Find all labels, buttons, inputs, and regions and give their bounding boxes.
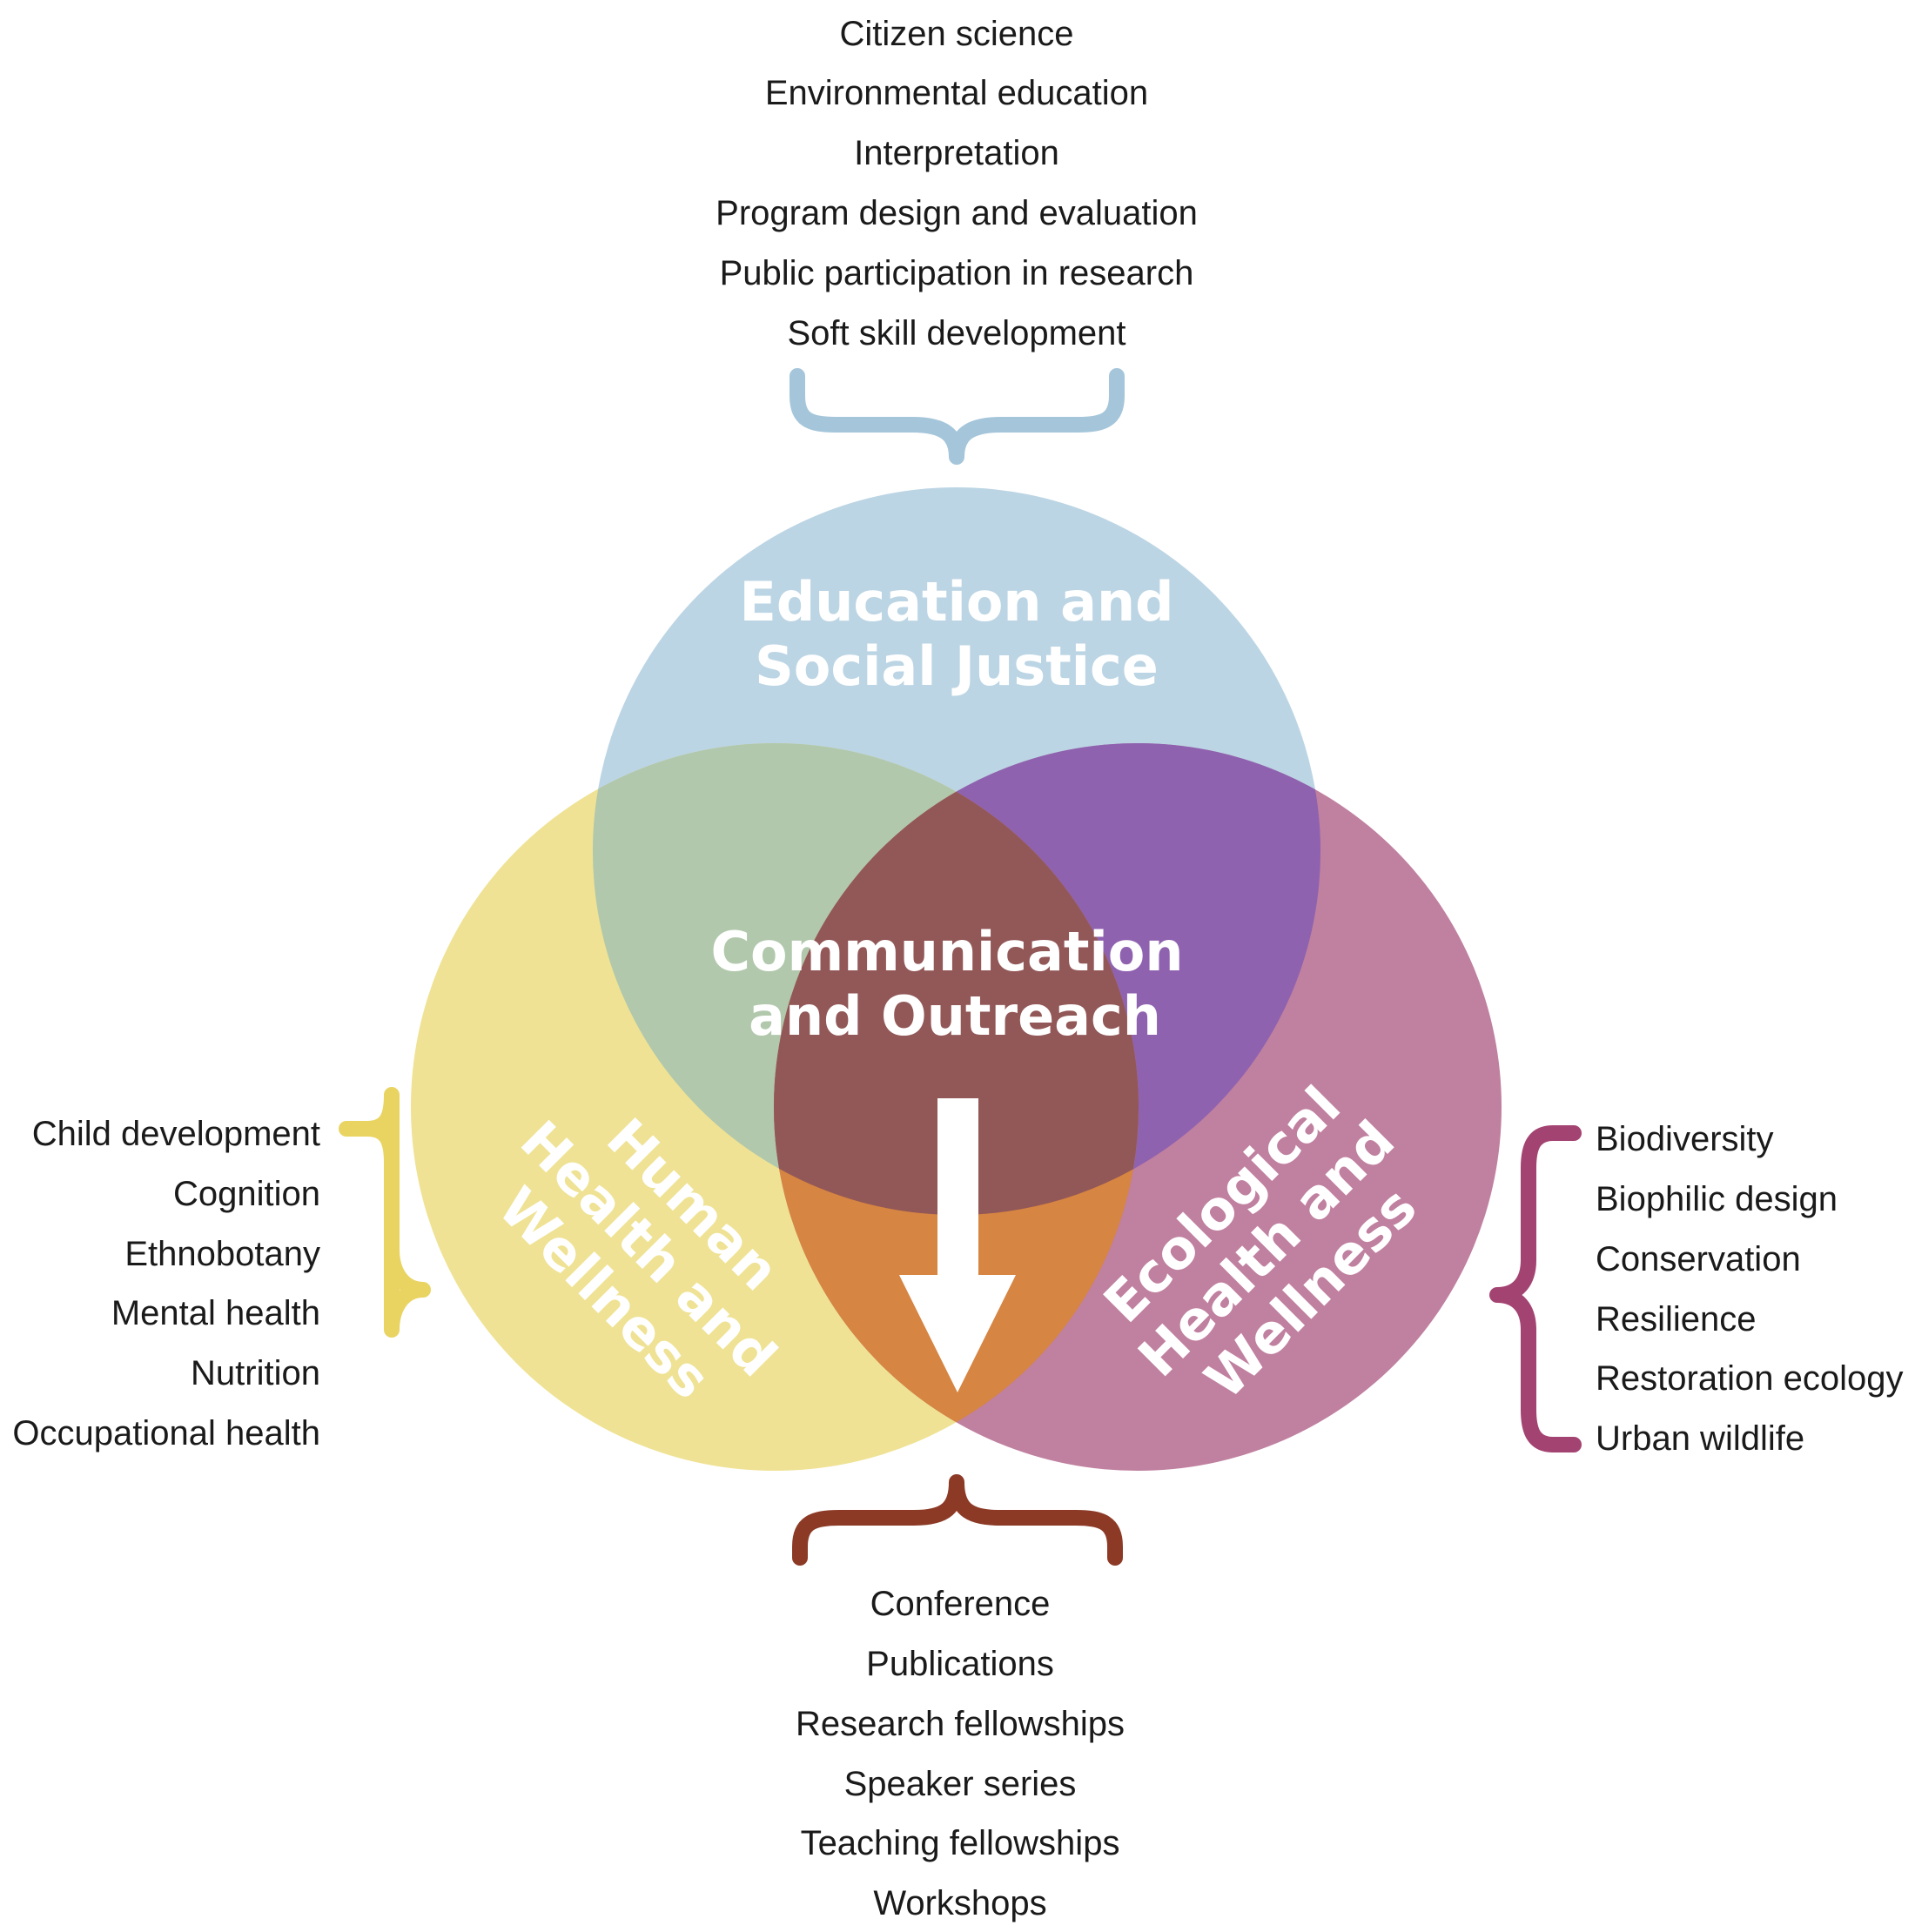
education-label-line1: Education and [739,570,1173,634]
ecological-item: Restoration ecology [1596,1359,1904,1398]
human-brace [339,1087,431,1338]
ecological-brace [1489,1125,1582,1452]
human-item: Nutrition [191,1354,320,1392]
center-overlap [774,743,1139,1215]
human-item: Ethnobotany [124,1235,320,1273]
communication-item: Research fellowships [796,1705,1125,1743]
communication-label-line2: and Outreach [749,984,1161,1048]
ecological-item: Biodiversity [1596,1120,1774,1158]
education-item: Environmental education [765,74,1148,112]
communication-brace [792,1474,1123,1566]
communication-item: Speaker series [844,1765,1077,1803]
down-arrow-icon [899,1098,1016,1392]
ecological-item: Urban wildlife [1596,1419,1804,1458]
human-item: Mental health [111,1294,320,1332]
education-item: Soft skill development [787,314,1125,352]
communication-item: Workshops [873,1884,1046,1922]
ecological-item: Biophilic design [1596,1180,1838,1218]
education-item: Citizen science [839,15,1073,53]
ecological-item: Resilience [1596,1300,1757,1338]
education-item: Public participation in research [720,254,1194,292]
human-item: Child development [32,1115,320,1153]
education-item: Interpretation [854,134,1059,172]
education-brace [790,368,1125,465]
communication-item: Conference [870,1585,1051,1623]
human-item: Cognition [173,1175,320,1213]
communication-item: Teaching fellowships [801,1824,1120,1862]
communication-label-line1: Communication [710,920,1183,983]
education-label-line2: Social Justice [755,634,1159,698]
education-item: Program design and evaluation [716,194,1198,232]
communication-item: Publications [866,1645,1054,1683]
ecological-item: Conservation [1596,1240,1801,1278]
human-item: Occupational health [12,1414,320,1452]
